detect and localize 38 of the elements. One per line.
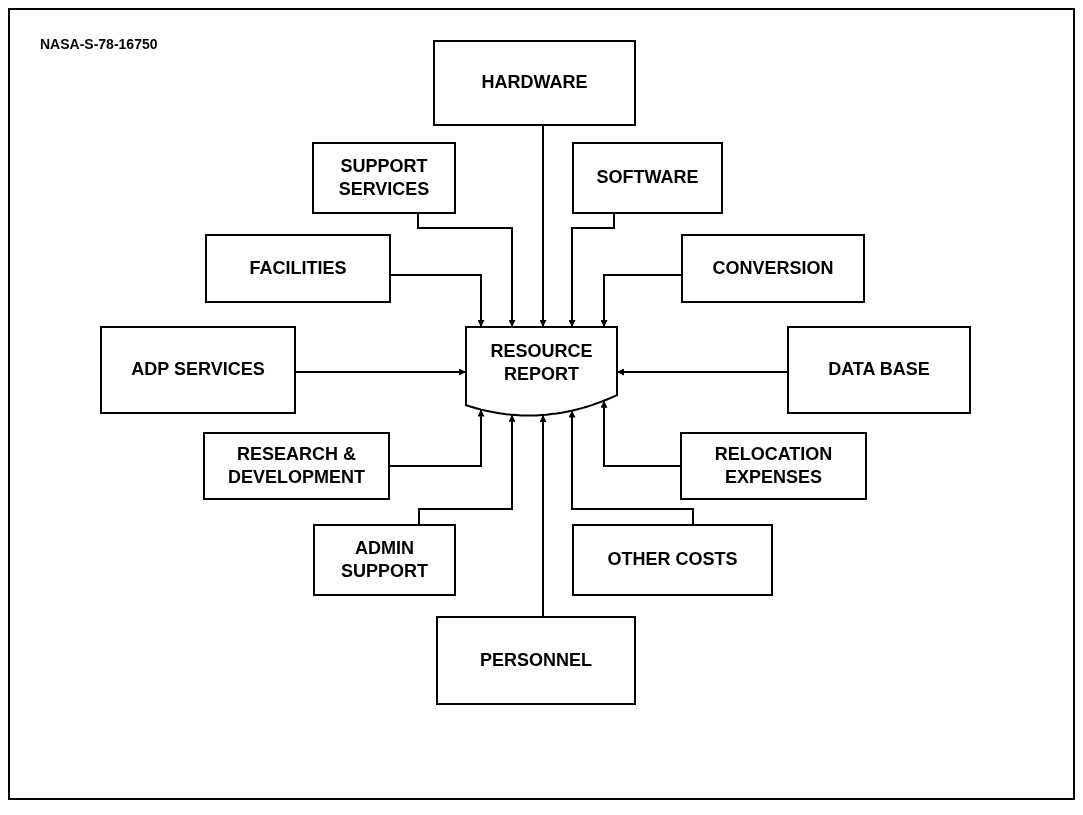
arrow	[600, 399, 681, 467]
node-label: SOFTWARE	[595, 166, 700, 190]
process-box	[572, 142, 723, 214]
arrow	[390, 274, 485, 328]
process-box	[313, 524, 456, 596]
node-label: RESOURCE REPORT	[489, 339, 594, 386]
node-label: RESEARCH & DEVELOPMENT	[227, 442, 366, 489]
arrow	[568, 213, 615, 328]
process-box	[205, 234, 391, 303]
process-box	[312, 142, 456, 214]
node-label: FACILITIES	[248, 256, 348, 280]
document-shape	[466, 327, 617, 419]
node-label: SUPPORT SERVICES	[337, 154, 431, 201]
process-box	[787, 326, 971, 414]
node-label: HARDWARE	[480, 71, 589, 95]
arrow	[539, 125, 547, 328]
arrow	[417, 213, 516, 328]
process-box	[680, 432, 867, 500]
arrow	[539, 414, 547, 617]
node-label: CONVERSION	[711, 256, 835, 280]
node-label: DATA BASE	[827, 358, 931, 382]
process-box	[436, 616, 636, 705]
node-label: ADMIN SUPPORT	[340, 536, 429, 583]
process-box	[681, 234, 865, 303]
arrow	[600, 274, 682, 328]
arrow	[568, 409, 694, 525]
process-box	[203, 432, 390, 500]
node-label: RELOCATION EXPENSES	[713, 442, 834, 489]
node-label: OTHER COSTS	[606, 548, 739, 572]
process-box	[100, 326, 296, 414]
process-box	[433, 40, 636, 126]
arrow	[295, 368, 467, 376]
node-label: ADP SERVICES	[130, 358, 266, 382]
figure-number: NASA-S-78-16750	[40, 35, 158, 54]
process-box	[572, 524, 773, 596]
node-label: PERSONNEL	[479, 648, 593, 672]
arrow	[389, 408, 485, 467]
arrow	[418, 413, 516, 525]
